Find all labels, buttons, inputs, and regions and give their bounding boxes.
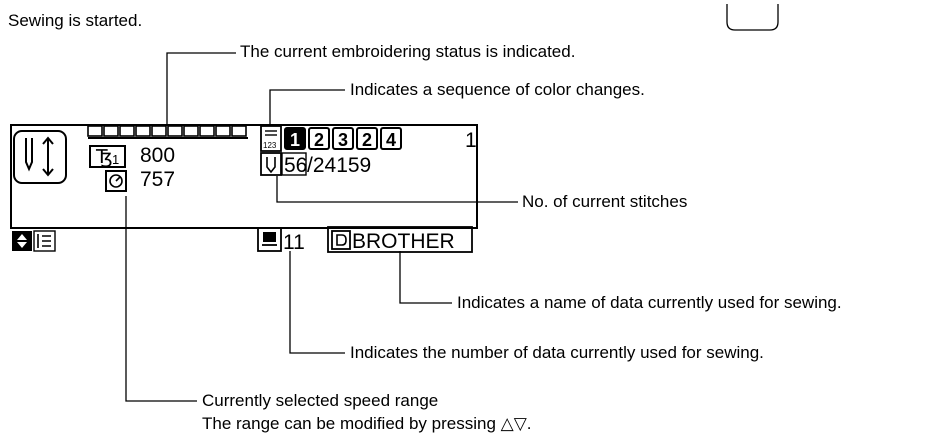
callout-data-number: Indicates the number of data currently u… [350, 343, 764, 362]
memory-icon [257, 227, 282, 252]
stitch-total: /24159 [307, 154, 371, 177]
color-step-label: 2 [314, 130, 324, 150]
progress-segment [183, 125, 199, 137]
color-step-label: 4 [386, 130, 396, 150]
scroll-icon[interactable] [12, 231, 32, 251]
speed-icon: Ꜩ 1 [89, 145, 126, 168]
svg-text:123: 123 [263, 141, 277, 150]
color-step-4: 2 [356, 127, 378, 150]
color-step-3: 3 [332, 127, 354, 150]
color-step-label: 2 [362, 130, 372, 150]
callout-color-sequence: Indicates a sequence of color changes. [350, 80, 645, 99]
progress-segment [231, 125, 247, 137]
color-step-1: 1 [284, 127, 306, 150]
color-count: 1 [465, 129, 477, 152]
color-sequence-icon: 123 [260, 125, 282, 152]
progress-segment [151, 125, 167, 137]
data-name: BROTHER [352, 230, 455, 253]
stitch-icon [260, 152, 282, 176]
color-step-5: 4 [380, 127, 402, 150]
color-step-label: 3 [338, 130, 348, 150]
progress-segment [215, 125, 231, 137]
progress-segment [87, 125, 103, 137]
data-name-box: BROTHER [327, 226, 473, 253]
speed-index: 1 [112, 152, 119, 167]
data-name-icon [331, 230, 351, 250]
speed-current: 757 [140, 168, 175, 191]
progress-segment [199, 125, 215, 137]
progress-segment [119, 125, 135, 137]
callout-embroidering-status: The current embroidering status is indic… [240, 42, 576, 61]
color-step-label: 1 [290, 130, 300, 150]
callout-current-stitches: No. of current stitches [522, 192, 688, 211]
data-number: 11 [283, 231, 305, 254]
svg-text:Ꜩ: Ꜩ [95, 147, 113, 168]
speed-current-icon [105, 170, 127, 192]
progress-segment [135, 125, 151, 137]
callout-data-name: Indicates a name of data currently used … [457, 293, 842, 312]
color-step-2: 2 [308, 127, 330, 150]
speed-value: 800 [140, 144, 175, 167]
lcd-frame [10, 124, 478, 229]
progress-segment [167, 125, 183, 137]
callout-speed-range-line1: Currently selected speed range [202, 391, 439, 410]
needle-updown-icon[interactable] [13, 130, 67, 184]
callout-speed-range-line2: The range can be modified by pressing △▽… [202, 414, 532, 433]
thread-icon[interactable] [33, 230, 56, 252]
intro-text: Sewing is started. [8, 11, 143, 30]
progress-bar [87, 125, 248, 139]
stitch-current: 56 [284, 154, 307, 177]
progress-segment [103, 125, 119, 137]
